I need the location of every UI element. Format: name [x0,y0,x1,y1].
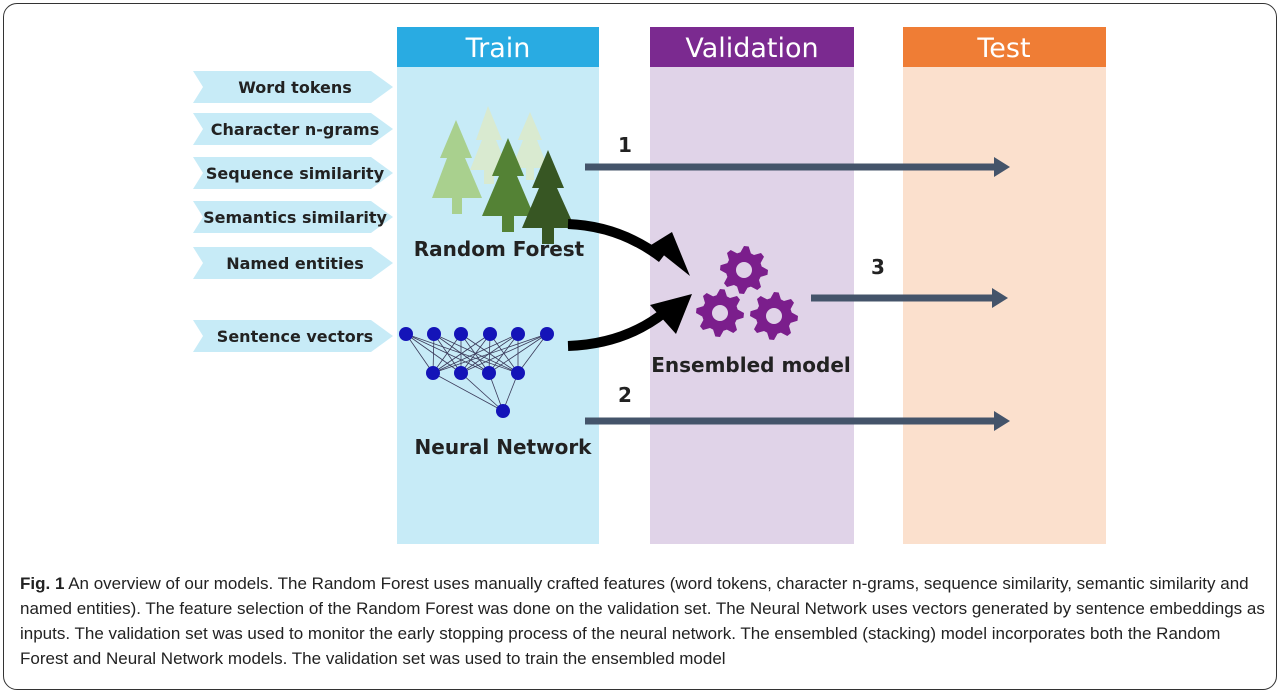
feature-tab-named-entities [193,247,393,279]
figure-frame [3,3,1277,690]
tree-icon [432,106,575,244]
feature-label-character-ngrams: Character n-grams [211,120,379,139]
model-overview-diagram: Train Validation Test Word tokens Charac… [193,27,1106,544]
arrow-1: 1 [585,133,1010,177]
network-node [426,366,440,380]
train-header: Train [465,33,531,64]
random-forest-label: Random Forest [414,237,585,261]
feature-list: Word tokens Character n-grams Sequence s… [193,71,393,352]
feature-tab-character-ngrams [193,113,393,145]
caption-label: Fig. 1 [20,574,65,593]
arrow-forest-to-ensemble [567,219,690,276]
gear-hole [712,305,728,321]
neural-network-label: Neural Network [415,435,593,459]
feature-label-sentence-vectors: Sentence vectors [217,327,373,346]
feature-label-sequence-similarity: Sequence similarity [206,164,385,183]
feature-tab-word-tokens [193,71,393,103]
network-node [496,404,510,418]
gears-icon [696,246,798,340]
network-node [454,327,468,341]
neural-network-icon [399,327,554,418]
gear-hole [766,308,782,324]
test-column: Test [903,27,1106,544]
arrow-1-label: 1 [618,133,632,157]
network-node [482,366,496,380]
network-node [511,327,525,341]
arrow-2: 2 [585,383,1010,431]
network-node [511,366,525,380]
feature-label-semantics-similarity: Semantics similarity [203,208,387,227]
ensembled-model-label: Ensembled model [651,353,851,377]
test-header: Test [976,33,1030,64]
network-node [483,327,497,341]
arrow-2-label: 2 [618,383,632,407]
network-node [427,327,441,341]
arrow-3-label: 3 [871,255,885,279]
gear-hole [736,262,752,278]
feature-label-named-entities: Named entities [226,254,364,273]
validation-column: Validation [650,27,854,544]
figure-caption: Fig. 1 An overview of our models. The Ra… [20,571,1265,671]
train-column: Train [397,27,599,544]
feature-label-word-tokens: Word tokens [238,78,352,97]
arrow-3: 3 [811,255,1008,308]
network-node [540,327,554,341]
feature-tab-semantics-similarity [193,201,393,233]
feature-tab-sequence-similarity [193,157,393,189]
feature-tab-sentence-vectors [193,320,393,352]
network-node [399,327,413,341]
network-node [454,366,468,380]
validation-header: Validation [685,33,818,64]
arrow-network-to-ensemble [567,294,692,351]
caption-text: An overview of our models. The Random Fo… [20,574,1265,668]
